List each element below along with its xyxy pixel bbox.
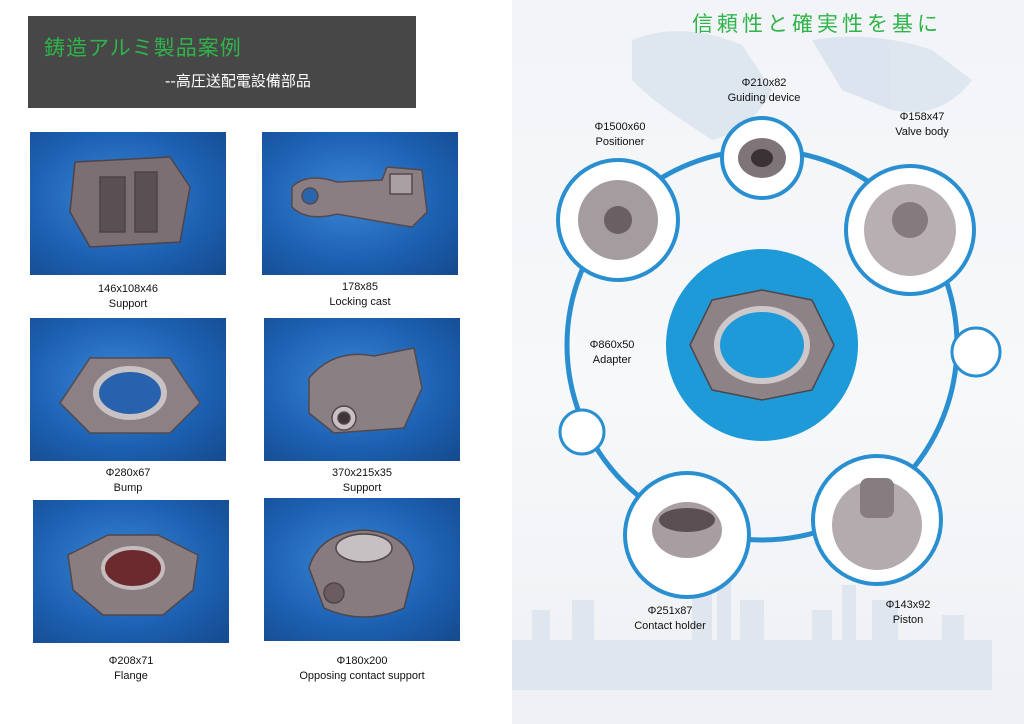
- caption-name: Flange: [114, 670, 148, 682]
- label-name: Positioner: [595, 136, 645, 148]
- caption-support-2: 370x215x35 Support: [262, 466, 462, 496]
- product-photo-contact-support: [264, 498, 460, 641]
- label-name: Adapter: [592, 354, 632, 366]
- product-photo-flange: [33, 500, 229, 643]
- header-box: [28, 16, 416, 108]
- page-title: 鋳造アルミ製品案例: [44, 36, 242, 60]
- caption-name: Support: [108, 298, 148, 310]
- positioner-node: [556, 158, 680, 282]
- small-ring-left: [558, 408, 606, 456]
- label-dims: Φ158x47: [899, 111, 945, 123]
- label-name: Guiding device: [727, 92, 801, 104]
- caption-contact-support: Φ180x200 Opposing contact support: [262, 654, 462, 684]
- caption-dims: 178x85: [341, 281, 379, 293]
- label-guiding-device: Φ210x82 Guiding device: [694, 76, 834, 106]
- label-name: Contact holder: [634, 620, 706, 632]
- label-contact-holder: Φ251x87 Contact holder: [600, 604, 740, 634]
- locking-cast-icon: [291, 166, 428, 228]
- right-title: 信頼性と確実性を基に: [692, 12, 942, 36]
- label-dims: Φ143x92: [885, 599, 931, 611]
- caption-locking-cast: 178x85 Locking cast: [260, 280, 460, 310]
- guiding-device-node: [720, 116, 804, 200]
- caption-dims: Φ280x67: [105, 467, 151, 479]
- caption-name: Support: [342, 482, 382, 494]
- background-skyline: [512, 31, 992, 690]
- label-positioner: Φ1500x60 Positioner: [550, 120, 690, 150]
- flange-icon: [67, 534, 199, 616]
- label-dims: Φ210x82: [741, 77, 787, 89]
- bump-icon: [59, 357, 201, 434]
- support-frame-icon: [69, 156, 191, 248]
- product-photo-support-frame: [30, 132, 226, 275]
- caption-dims: Φ180x200: [336, 655, 388, 667]
- label-valve-body: Φ158x47 Valve body: [852, 110, 992, 140]
- contact-support-icon: [308, 529, 415, 618]
- label-adapter: Φ860x50 Adapter: [542, 338, 682, 368]
- caption-dims: 370x215x35: [332, 467, 392, 479]
- page-subtitle: --高圧送配電設備部品: [165, 72, 311, 90]
- caption-name: Opposing contact support: [299, 670, 425, 682]
- caption-name: Bump: [113, 482, 143, 494]
- product-photo-locking-cast: [262, 132, 458, 275]
- label-dims: Φ860x50: [589, 339, 635, 351]
- caption-bump: Φ280x67 Bump: [28, 466, 228, 496]
- adapter-part-icon: [689, 289, 835, 401]
- product-photo-bump: [30, 318, 226, 461]
- contact-holder-node: [623, 471, 751, 599]
- product-photo-support-block: [264, 318, 460, 461]
- caption-name: Locking cast: [329, 296, 391, 308]
- label-name: Piston: [892, 614, 924, 626]
- label-dims: Φ1500x60: [594, 121, 646, 133]
- caption-dims: Φ208x71: [108, 655, 154, 667]
- label-piston: Φ143x92 Piston: [838, 598, 978, 628]
- caption-support-1: 146x108x46 Support: [28, 282, 228, 312]
- valve-body-node: [844, 164, 976, 296]
- label-name: Valve body: [895, 126, 949, 138]
- caption-flange: Φ208x71 Flange: [31, 654, 231, 684]
- piston-node: [811, 454, 943, 586]
- caption-dims: 146x108x46: [98, 283, 158, 295]
- small-ring-right: [950, 326, 1002, 378]
- label-dims: Φ251x87: [647, 605, 693, 617]
- product-ring-diagram: [556, 116, 1002, 599]
- support-block-icon: [308, 347, 423, 434]
